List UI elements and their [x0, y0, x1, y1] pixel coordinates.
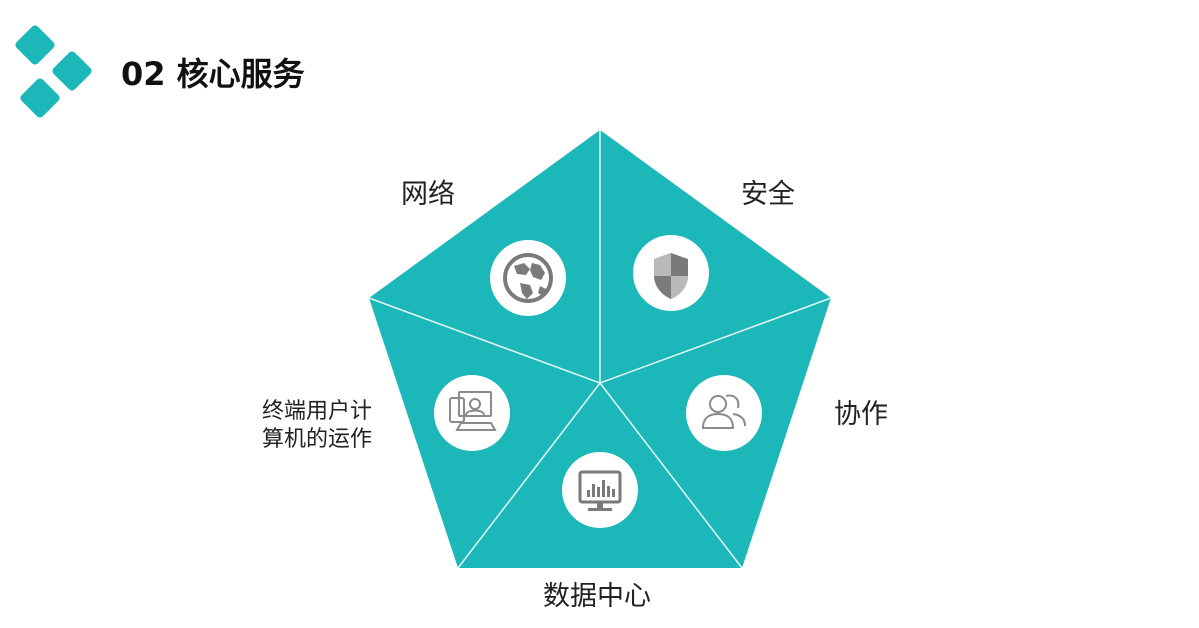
shield-icon-circle: [633, 235, 709, 311]
logo-diamond-bottom: [20, 78, 60, 118]
logo: [15, 25, 92, 118]
users-icon-circle: [686, 375, 762, 451]
segment-label-network: 网络: [401, 179, 455, 210]
logo-diamond-top: [15, 25, 55, 65]
page-title: 02 核心服务: [121, 55, 305, 93]
divider-line: [368, 297, 601, 384]
shield-icon: [654, 253, 688, 299]
devices-user-icon: [449, 391, 497, 431]
divider-line: [599, 382, 743, 569]
divider-line: [457, 382, 601, 569]
segment-label-datacenter: 数据中心: [543, 581, 651, 612]
logo-diamond-right: [52, 51, 92, 91]
globe-icon-circle: [490, 240, 566, 316]
segment-label-security: 安全: [741, 179, 795, 210]
globe-icon: [503, 253, 553, 303]
devices-user-icon-circle: [434, 375, 510, 451]
monitor-chart-icon-circle: [562, 452, 638, 528]
divider-line: [599, 297, 832, 384]
monitor-chart-icon: [578, 470, 622, 511]
users-icon: [701, 394, 746, 429]
segment-label-collaboration: 协作: [834, 399, 888, 430]
segment-label-end-user-computing: 终端用户计算机的运作: [261, 399, 372, 452]
